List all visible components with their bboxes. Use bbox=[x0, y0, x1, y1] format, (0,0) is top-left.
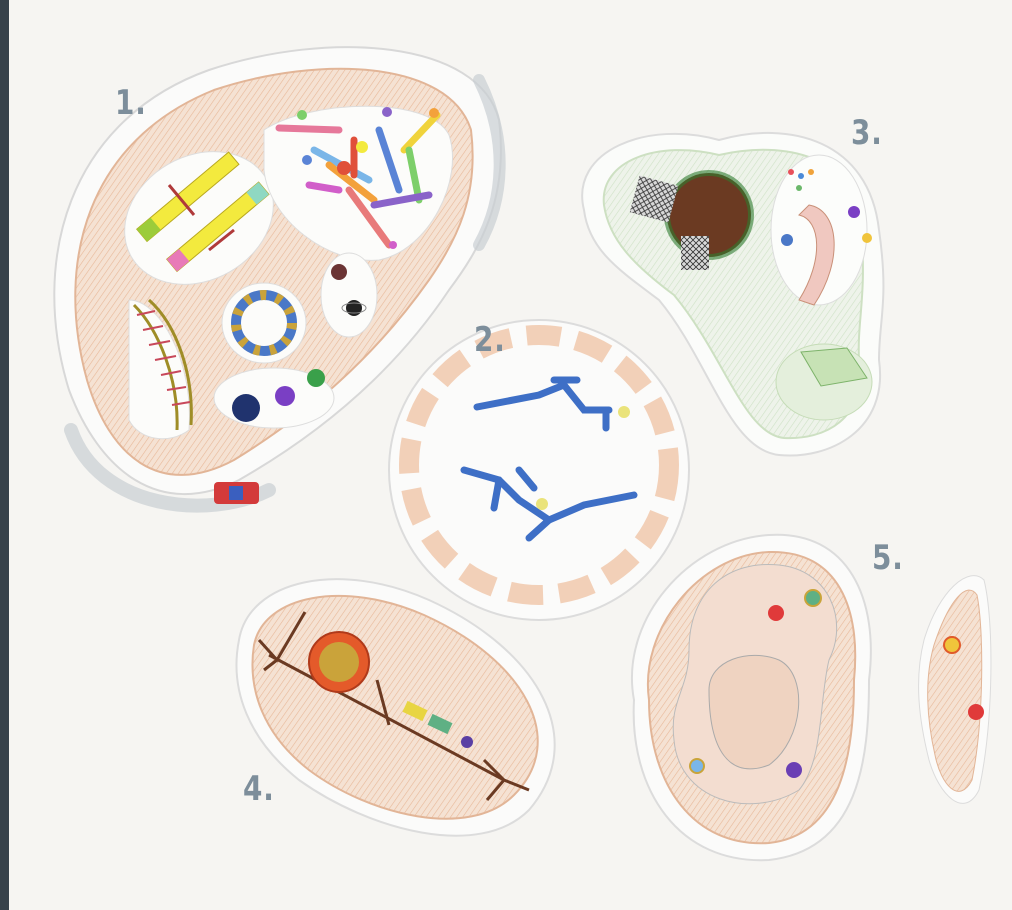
cell-5 bbox=[632, 535, 991, 860]
label-panel-3: 3. bbox=[851, 116, 883, 150]
cell-4 bbox=[237, 579, 555, 836]
cell-2 bbox=[389, 320, 689, 620]
label-panel-5: 5. bbox=[872, 541, 904, 575]
label-panel-2: 2. bbox=[474, 323, 506, 357]
label-panel-4: 4. bbox=[243, 772, 275, 806]
label-panel-1: 1. bbox=[115, 86, 147, 120]
drawing-sheet: 1. 2. 3. 4. 5. bbox=[9, 0, 1012, 910]
